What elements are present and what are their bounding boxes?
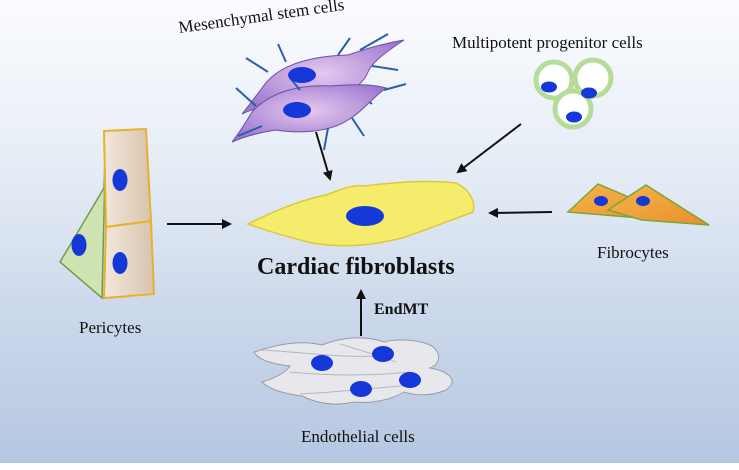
fibrocyte-nucleus — [594, 196, 608, 206]
progenitor-nucleus — [541, 81, 557, 93]
arrow-icon — [488, 207, 553, 218]
fibrocytes-cells — [566, 183, 710, 226]
bottom-divider — [0, 463, 739, 470]
progenitor-nucleus — [566, 111, 582, 123]
msc-nucleus — [288, 67, 316, 83]
fibrocytes-label: Fibrocytes — [597, 243, 669, 262]
msc-nucleus — [283, 102, 311, 118]
endothelial-cells-label: Endothelial cells — [301, 427, 415, 446]
arrow-icon — [456, 123, 522, 174]
multipotent-progenitor-cells-label: Multipotent progenitor cells — [452, 33, 643, 52]
endmt-label: EndMT — [374, 301, 429, 318]
pericytes-cells — [59, 127, 156, 300]
endothelial-nucleus — [399, 372, 421, 388]
pericyte-nucleus — [112, 252, 128, 274]
cardiac-fibroblasts-label: Cardiac fibroblasts — [257, 254, 455, 280]
fibroblast-nucleus — [346, 206, 384, 226]
endothelial-nucleus — [372, 346, 394, 362]
endothelial-nucleus — [350, 381, 372, 397]
pericytes-label: Pericytes — [79, 318, 142, 337]
arrow-icon — [315, 131, 333, 181]
multipotent-progenitor-cells — [533, 57, 614, 130]
pericyte-nucleus — [71, 234, 87, 256]
cardiac-fibroblast-cell — [246, 180, 475, 247]
endothelial-cells — [253, 337, 453, 405]
progenitor-nucleus — [581, 87, 597, 99]
mesenchymal-stem-cells — [231, 33, 407, 151]
endothelial-nucleus — [311, 355, 333, 371]
pericyte-nucleus — [112, 169, 128, 191]
fibrocyte-nucleus — [636, 196, 650, 206]
